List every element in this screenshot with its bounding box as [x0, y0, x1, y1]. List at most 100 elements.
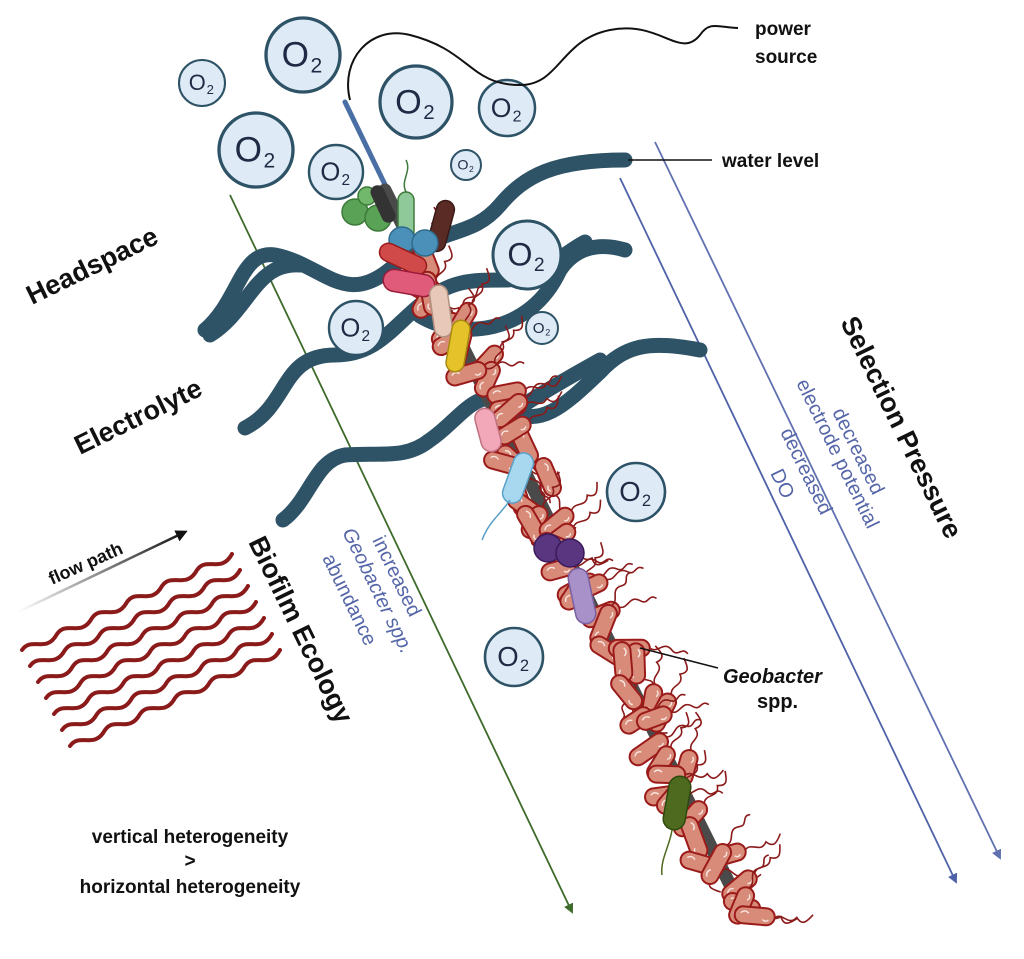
geobacter-flagellum	[524, 375, 558, 398]
pink-rod	[474, 407, 502, 453]
oxygen-subscript: 2	[361, 328, 370, 345]
oxygen-symbol: O	[533, 320, 545, 337]
geobacter-flagellum	[670, 711, 690, 748]
geobacter-flagellum	[670, 657, 688, 695]
mixed-community	[341, 159, 692, 876]
greater-than-label: >	[184, 851, 195, 872]
flow-line	[52, 616, 266, 716]
geobacter-highlight	[740, 910, 769, 922]
flow-path-lines	[20, 552, 282, 748]
geobacter-highlight	[641, 716, 668, 721]
geobacter-flagellum	[744, 833, 782, 851]
flow-path-arrow	[17, 530, 188, 614]
oxygen-subscript: 2	[513, 108, 522, 125]
vertical-heterogeneity-label: vertical heterogeneity	[92, 827, 289, 848]
oxygen-subscript: 2	[642, 491, 651, 510]
geobacter-flagellum	[653, 645, 663, 685]
geobacter-flagellum	[748, 854, 770, 889]
geobacter-flagellum	[726, 813, 751, 846]
dark-rod	[370, 185, 396, 223]
oxygen-subscript: 2	[310, 55, 322, 78]
geobacter-flagellum	[494, 325, 510, 363]
geobacter-highlight	[544, 462, 551, 492]
geobacter-pointer	[639, 647, 719, 669]
olive-flagellum	[661, 829, 673, 876]
power-source-label-line1: power	[755, 19, 812, 40]
oxygen-symbol: O	[457, 158, 468, 174]
oxygen-symbol: O	[507, 237, 532, 273]
geobacter-flagellum	[649, 645, 689, 655]
geobacter-flagellum	[703, 770, 727, 804]
oxygen-subscript: 2	[423, 101, 434, 124]
geobacter-flagellum	[774, 914, 814, 924]
flow-line	[36, 584, 250, 684]
yellow-rod	[445, 319, 471, 373]
geobacter-highlight	[451, 371, 482, 377]
headspace-label: Headspace	[21, 221, 162, 310]
oxygen-subscript: 2	[545, 328, 550, 338]
geobacter-label: Geobacter	[723, 666, 823, 688]
geobacter-highlight	[544, 516, 570, 531]
geobacter-flagellum	[570, 481, 598, 512]
flow-line	[60, 632, 274, 732]
geobacter-highlight	[546, 566, 571, 573]
flow-line	[20, 552, 234, 652]
geobacter-flagellum	[610, 571, 632, 607]
geobacter-cell	[473, 325, 510, 398]
geobacter-flagellum	[683, 749, 707, 784]
geobacter-body	[628, 732, 669, 767]
red-rod	[378, 242, 428, 276]
geobacter-flagellum	[463, 287, 476, 328]
geobacter-flagellum	[435, 245, 453, 282]
green-flagellum	[403, 159, 409, 193]
geobacter-highlight	[479, 369, 497, 390]
power-source-label-line2: source	[755, 47, 817, 68]
geobacter-flagellum	[528, 395, 560, 422]
geobacter-flagellum	[583, 541, 604, 578]
power-wire	[347, 24, 739, 101]
geobacter-flagellum	[618, 596, 657, 609]
geobacter-highlight	[634, 742, 664, 757]
beige-rod	[428, 284, 454, 338]
flow-line	[28, 568, 242, 668]
oxygen-symbol: O	[491, 93, 512, 123]
oxygen-subscript: 2	[263, 150, 275, 173]
geobacter-cell	[733, 905, 814, 927]
oxygen-symbol: O	[395, 83, 422, 121]
geobacter-cell	[635, 702, 710, 731]
oxygen-subscript: 2	[207, 82, 214, 97]
geobacter-body	[635, 705, 673, 731]
geobacter-highlight	[705, 851, 728, 877]
geobacter-cell	[538, 481, 598, 540]
geobacter-flagellum	[606, 566, 644, 581]
geobacter-highlight	[619, 679, 633, 706]
blue-coccus-2	[411, 229, 439, 257]
purple-coccus-2	[555, 538, 585, 568]
water-level-label: water level	[721, 151, 819, 172]
geobacter-biofilm	[405, 206, 814, 927]
olive-rod	[662, 775, 692, 831]
geobacter-flagellum	[670, 702, 710, 714]
oxygen-subscript: 2	[520, 656, 529, 675]
geobacter-flagellum	[689, 711, 702, 751]
lavender-rod	[567, 567, 597, 625]
oxygen-subscript: 2	[341, 172, 350, 189]
geobacter-cell	[700, 813, 751, 885]
geobacter-flagellum	[485, 361, 525, 370]
oxygen-symbol: O	[619, 476, 640, 507]
electrode-top	[342, 99, 393, 198]
oxygen-symbol: O	[340, 314, 360, 342]
geobacter-flagellum	[753, 844, 781, 874]
wave-2	[202, 257, 308, 343]
